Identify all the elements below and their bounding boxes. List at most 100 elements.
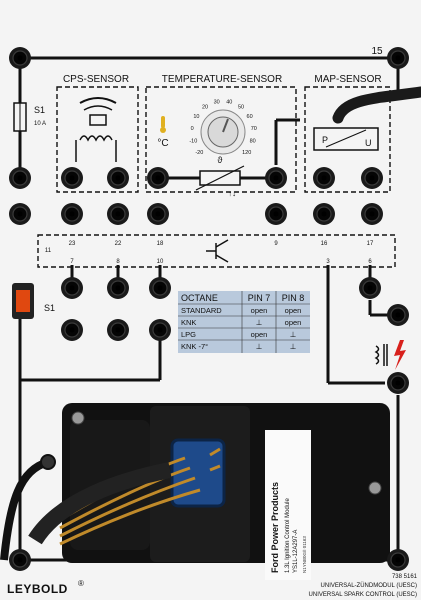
ecu-pin-label: 22 [115,241,122,247]
fuse-top-rating: 10 A [34,121,46,127]
dial-tick: 80 [250,139,256,145]
socket-jack[interactable] [387,47,409,69]
socket-jack[interactable] [107,277,129,299]
socket-jack[interactable] [387,549,409,571]
ecu-pin-label: 17 [367,241,374,247]
dial-tick: 20 [202,105,208,111]
octane-cell: LPG [181,330,196,339]
socket-jack[interactable] [359,277,381,299]
module-line1: 1.3L Ignition Control Module [285,498,291,573]
dial-tick: 40 [226,100,232,106]
cps-sensor-label: CPS-SENSOR [63,74,129,85]
module-line3: N1YNB0G/I 01163 [302,536,307,573]
temperature-sensor-box [145,86,297,193]
dial-tick: 120 [242,150,251,156]
socket-jack[interactable] [61,167,83,189]
dial-tick: 30 [214,100,220,106]
fuse-side-name: S1 [44,303,55,313]
ecu-pin-label: 8 [116,259,120,265]
dial-tick: 50 [238,105,244,111]
octane-cell: open [251,306,268,315]
octane-cell: open [285,306,302,315]
socket-jack[interactable] [149,319,171,341]
map-sensor-label: MAP-SENSOR [314,74,381,85]
socket-jack[interactable] [107,167,129,189]
temperature-dial[interactable] [200,109,246,155]
dial-unit: °C [157,138,168,149]
socket-jack[interactable] [313,203,335,225]
brand-mark: ® [78,579,84,588]
fuse-top-name: S1 [34,105,45,115]
octane-cell: ⊥ [290,330,297,339]
brand-logo: LEYBOLD [7,582,68,596]
svg-text:ϑ: ϑ [218,155,223,165]
module-line2: YS1L-12A297-A [293,530,299,573]
socket-jack[interactable] [265,203,287,225]
fuse-holder[interactable] [12,283,34,319]
socket-jack[interactable] [107,319,129,341]
socket-jack[interactable] [9,549,31,571]
module-maker: Ford Power Products [270,482,280,573]
wire-loom [28,462,172,545]
octane-header-cell: PIN 8 [282,293,305,303]
socket-jack[interactable] [147,167,169,189]
map-u-label: U [365,138,372,148]
map-sensor-symbol [313,127,379,151]
socket-jack[interactable] [61,319,83,341]
octane-cell: ⊥ [256,342,263,351]
octane-cell: open [285,318,302,327]
socket-jack[interactable] [9,203,31,225]
ecu-pin-label: 11 [45,248,52,254]
socket-jack[interactable] [9,167,31,189]
socket-jack[interactable] [147,203,169,225]
dial-tick: 0 [191,126,194,132]
dial-tick: -20 [195,150,203,156]
map-p-label: P [322,135,328,145]
octane-cell: KNK [181,318,196,327]
socket-jack[interactable] [265,167,287,189]
ignition-coil-warning-icon [374,340,406,370]
cps-sensor-symbol [75,97,117,162]
socket-jack[interactable] [61,277,83,299]
socket-jack[interactable] [313,167,335,189]
octane-cell: KNK -7° [181,342,208,351]
terminal-15-label: 15 [371,46,383,57]
catalog-number: 738 5161 [392,574,418,580]
socket-jack[interactable] [61,203,83,225]
ecu-box [37,234,396,268]
socket-jack[interactable] [387,304,409,326]
socket-jack[interactable] [361,203,383,225]
vacuum-hose [332,86,421,124]
module-title-de: UNIVERSAL-ZÜNDMODUL (UESC) [321,582,417,589]
octane-cell: ⊥ [256,318,263,327]
socket-group[interactable] [9,47,409,571]
socket-jack[interactable] [149,277,171,299]
temperature-sensor-label: TEMPERATURE-SENSOR [162,74,282,85]
ecu-pin-label: 7 [70,259,74,265]
cps-sensor-box [56,86,139,193]
socket-jack[interactable] [9,47,31,69]
ecu-pin-label: 16 [321,241,328,247]
ecu-pin-label: 3 [326,259,330,265]
socket-jack[interactable] [387,372,409,394]
thermometer-icon [160,116,166,133]
octane-header-cell: OCTANE [181,293,218,303]
octane-cell: ⊥ [290,342,297,351]
ecu-pin-label: 6 [368,259,372,265]
octane-cell: STANDARD [181,306,222,315]
dial-tick: 70 [251,126,257,132]
ecu-pin-label: 10 [157,259,164,265]
socket-jack[interactable] [107,203,129,225]
module-label: Ford Power Products 1.3L Ignition Contro… [265,430,311,580]
transistor-symbol [206,239,229,263]
cable-grommet [40,454,56,470]
ecu-pin-label: 18 [157,241,164,247]
module-title-en: UNIVERSAL SPARK CONTROL (UESC) [309,592,417,598]
dial-tick: 10 [193,114,199,120]
dial-tick: -10 [189,139,197,145]
socket-jack[interactable] [361,167,383,189]
